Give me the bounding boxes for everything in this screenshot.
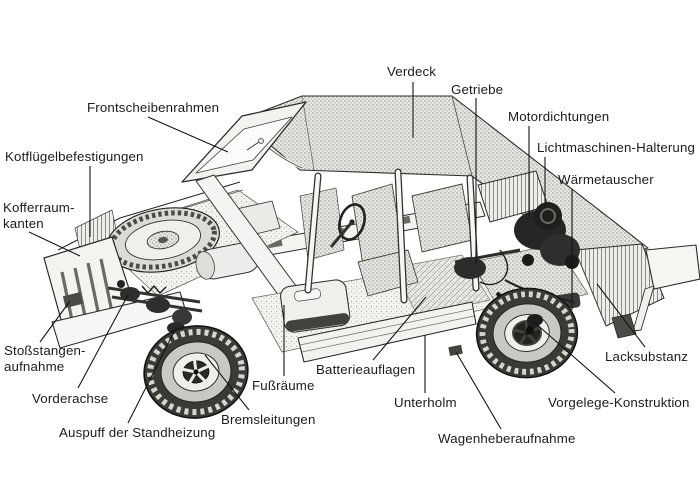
part-label-line: Motordichtungen	[508, 109, 610, 124]
part-label-line: Wagenheberaufnahme	[438, 431, 576, 446]
part-label-line: aufnahme	[4, 359, 65, 374]
gearbox	[454, 257, 486, 279]
leader-line-kofferraumkanten	[28, 231, 81, 257]
part-label-stossstangenaufnahme: Stoßstangen-aufnahme	[4, 343, 86, 375]
part-label-kotfluegelbefestigungen: Kotflügelbefestigungen	[5, 149, 144, 165]
leader-line-wagenheberaufnahme	[455, 351, 502, 430]
part-label-unterholm: Unterholm	[394, 395, 457, 411]
part-label-line: Vorgelege-Konstruktion	[548, 395, 690, 410]
leader-line-frontscheibenrahmen	[147, 116, 229, 153]
leader-line-vorgelege-konstruktion	[533, 321, 616, 394]
part-label-auspuff-der-standheizung: Auspuff der Standheizung	[59, 425, 215, 441]
part-label-frontscheibenrahmen: Frontscheibenrahmen	[87, 100, 219, 116]
part-label-line: Stoßstangen-	[4, 343, 86, 358]
part-label-bremsleitungen: Bremsleitungen	[221, 412, 316, 428]
part-label-waermetauscher: Wärmetauscher	[558, 172, 654, 188]
part-label-line: Lichtmaschinen-Halterung	[537, 140, 696, 155]
part-label-line: Getriebe	[451, 82, 504, 97]
part-label-fussraeume: Fußräume	[252, 378, 315, 394]
fuel-tank	[280, 279, 351, 333]
part-label-line: Kofferraum-	[3, 200, 75, 215]
heater-unit	[195, 242, 260, 280]
part-label-line: kanten	[3, 216, 44, 231]
part-label-line: Bremsleitungen	[221, 412, 316, 427]
car-illustration	[43, 95, 700, 424]
part-label-vorgelege-konstruktion: Vorgelege-Konstruktion	[548, 395, 690, 411]
part-label-verdeck: Verdeck	[387, 64, 436, 80]
part-label-batterieauflagen: Batterieauflagen	[316, 362, 415, 378]
part-label-line: Wärmetauscher	[558, 172, 654, 187]
part-label-line: Fußräume	[252, 378, 315, 393]
leader-lines	[28, 82, 646, 430]
front-suspension	[107, 280, 206, 357]
leader-line-stossstangenaufnahme	[39, 300, 71, 343]
part-label-line: Auspuff der Standheizung	[59, 425, 216, 440]
leader-line-bremsleitungen	[204, 354, 250, 411]
leader-line-auspuff-der-standheizung	[127, 327, 177, 424]
rear-bumper	[611, 244, 700, 339]
part-label-line: Verdeck	[387, 64, 437, 79]
part-label-wagenheberaufnahme: Wagenheberaufnahme	[438, 431, 576, 447]
steering-wheel	[329, 203, 366, 248]
part-label-line: Frontscheibenrahmen	[87, 100, 220, 115]
rocker-sill	[297, 301, 477, 363]
part-label-vorderachse: Vorderachse	[32, 391, 108, 407]
jack-point	[448, 344, 463, 357]
part-label-lacksubstanz: Lacksubstanz	[605, 349, 688, 365]
windshield-frame	[181, 101, 307, 183]
front-wheel	[139, 320, 253, 424]
reduction-gear-hub	[512, 320, 542, 346]
part-label-line: Vorderachse	[32, 391, 109, 406]
part-label-line: Kotflügelbefestigungen	[5, 149, 144, 164]
part-label-line: Unterholm	[394, 395, 457, 410]
part-label-getriebe: Getriebe	[451, 82, 503, 98]
part-label-line: Batterieauflagen	[316, 362, 416, 377]
rear-wheel	[473, 284, 581, 382]
leader-line-batterieauflagen	[372, 296, 427, 361]
part-label-lichtmaschinen-halterung: Lichtmaschinen-Halterung	[537, 140, 695, 156]
part-label-motordichtungen: Motordichtungen	[508, 109, 609, 125]
leader-line-lacksubstanz	[596, 283, 646, 348]
part-label-line: Lacksubstanz	[605, 349, 689, 364]
leader-line-vorderachse	[77, 294, 129, 389]
part-label-kofferraumkanten: Kofferraum-kanten	[3, 200, 75, 232]
